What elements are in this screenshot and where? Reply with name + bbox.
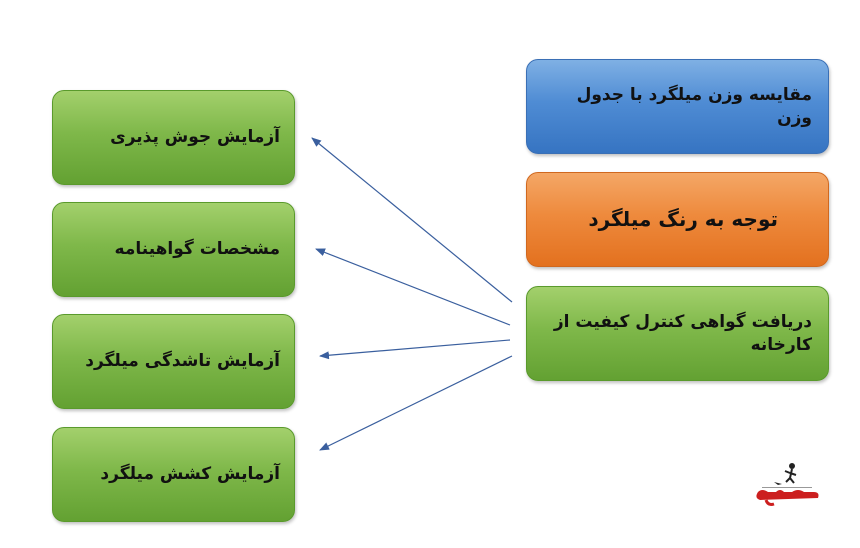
test-weldability-box: آزمایش جوش پذیری bbox=[52, 90, 295, 185]
certificate-specs-box: مشخصات گواهینامه bbox=[52, 202, 295, 297]
arrow-to-weldability bbox=[311, 137, 513, 303]
certificate-specs-label: مشخصات گواهینامه bbox=[114, 239, 280, 260]
logo-icon bbox=[756, 463, 819, 506]
bend-test-label: آزمایش تاشدگی میلگرد bbox=[85, 351, 280, 372]
quality-certificate-box: دریافت گواهی کنترل کیفیت از کارخانه bbox=[526, 286, 829, 381]
rebar-color-label: توجه به رنگ میلگرد bbox=[588, 207, 778, 231]
arrow-to-tensile-test bbox=[319, 355, 513, 451]
arrow-to-bend-test bbox=[319, 339, 511, 360]
arrow-to-certificate-specs bbox=[315, 248, 511, 326]
weight-comparison-box: مقایسه وزن میلگرد با جدول وزن bbox=[526, 59, 829, 154]
rebar-color-box: توجه به رنگ میلگرد bbox=[526, 172, 829, 267]
weight-comparison-label: مقایسه وزن میلگرد با جدول وزن bbox=[576, 84, 812, 128]
tensile-test-box: آزمایش کشش میلگرد bbox=[52, 427, 295, 522]
bend-test-box: آزمایش تاشدگی میلگرد bbox=[52, 314, 295, 409]
test-weldability-label: آزمایش جوش پذیری bbox=[110, 127, 280, 148]
asroon-logo bbox=[752, 462, 824, 508]
quality-certificate-label: دریافت گواهی کنترل کیفیت از کارخانه bbox=[553, 311, 812, 355]
tensile-test-label: آزمایش کشش میلگرد bbox=[100, 464, 280, 485]
